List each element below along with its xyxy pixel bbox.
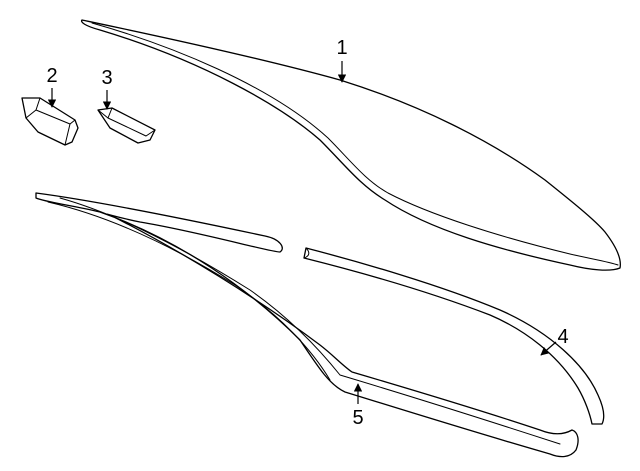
callout-5: 5 xyxy=(352,383,364,429)
callout-2: 2 xyxy=(46,65,58,108)
callout-1-label: 1 xyxy=(336,37,347,59)
callout-4: 4 xyxy=(540,326,569,356)
part-1-back-glass[interactable] xyxy=(80,19,621,271)
callout-4-arrow xyxy=(540,341,557,356)
callout-5-label: 5 xyxy=(352,407,363,429)
callout-3-label: 3 xyxy=(101,67,112,89)
part-2-bracket[interactable] xyxy=(21,97,79,146)
callout-1: 1 xyxy=(336,37,348,83)
part-5-molding[interactable] xyxy=(35,192,579,458)
callout-3: 3 xyxy=(101,67,113,110)
callout-4-label: 4 xyxy=(557,326,568,348)
part-3-bracket[interactable] xyxy=(97,107,156,144)
part-4-molding[interactable] xyxy=(303,247,605,425)
callout-2-label: 2 xyxy=(46,65,57,87)
